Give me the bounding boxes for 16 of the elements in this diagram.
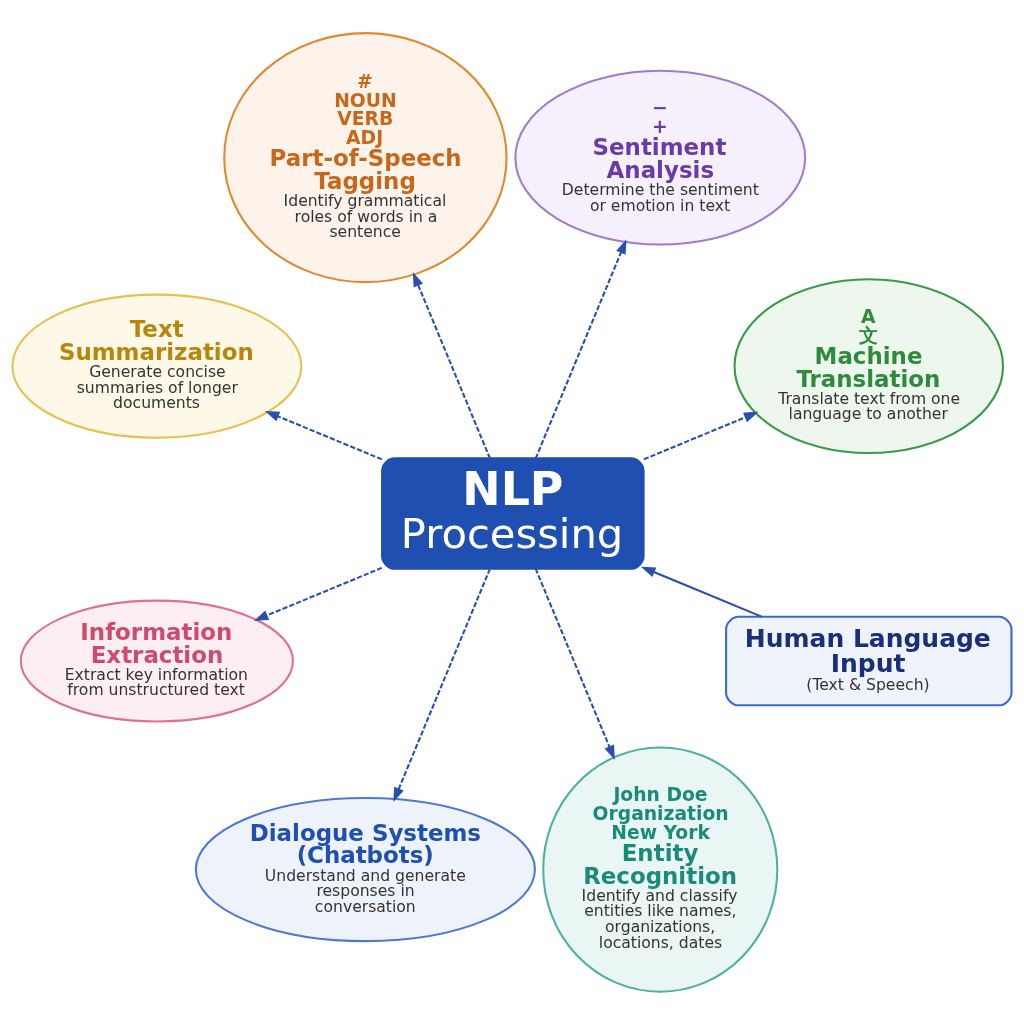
node-ellipse: − + Sentiment Analysis Determine the sentiment or emotion in text [514,69,807,246]
node-ellipse: Dialogue Systems (Chatbots) Understand and generate responses in conversation [194,796,536,942]
node-ellipse: Text Summarization Generate concise summaries of longer documents [11,293,303,439]
node-box: Human Language Input (Text & Speech) [725,615,1013,706]
arrow [393,567,491,802]
arrow [643,411,759,460]
arrow [264,410,383,460]
arrow [534,238,627,459]
node-ellipse: # NOUN VERB ADJ Part-of-Speech Tagging Identify grammatical roles of words in a sentence [223,31,508,283]
arrow [253,566,383,621]
arrow [534,567,615,760]
node-ellipse: Information Extraction Extract key information from unstructured text [19,599,294,722]
arrow [412,271,491,459]
arrow [640,566,762,618]
node-box: NLP Processing [381,456,645,570]
node-ellipse: A 文 Machine Translation Translate text from one language to another [733,277,1005,454]
